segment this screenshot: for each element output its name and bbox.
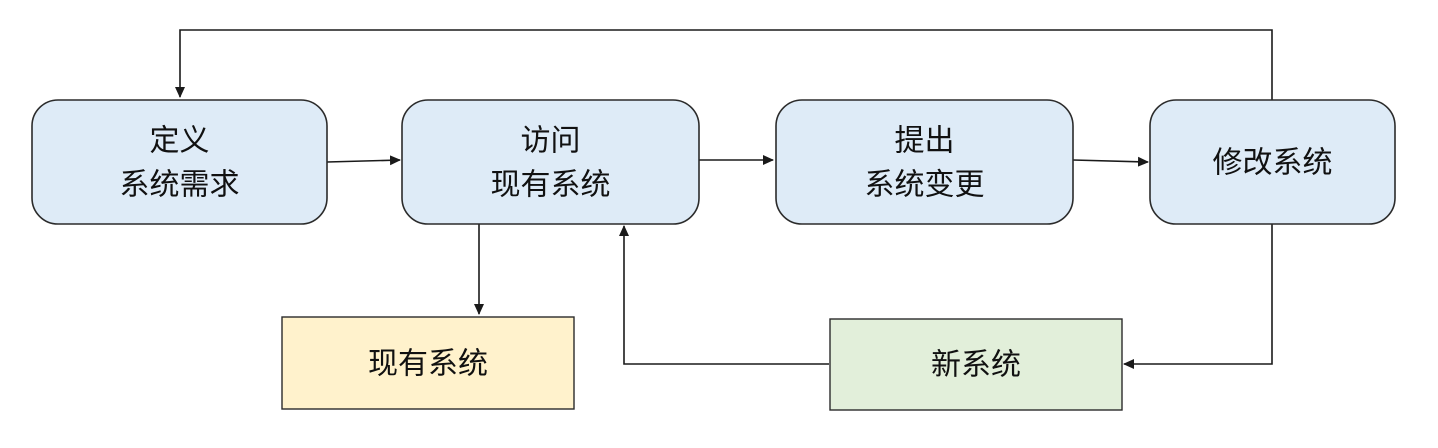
node-propose-system-changes: 提出 系统变更 [775,99,1074,225]
node-modify-system: 修改系统 [1149,99,1396,225]
node-label-line-1: 新系统 [931,348,1021,383]
node-box [1149,99,1396,225]
edges [175,29,1273,369]
node-label-line-2: 系统变更 [865,168,985,203]
node-box [31,99,328,225]
edge-new-to-access [619,225,829,365]
node-box [829,318,1123,411]
node-label-line-1: 提出 [895,124,955,159]
node-label-line-2: 现有系统 [491,168,611,203]
node-new-system: 新系统 [829,318,1123,411]
node-existing-system: 现有系统 [281,316,575,410]
node-box [775,99,1074,225]
node-box [281,316,575,410]
node-access-existing-system: 访问 现有系统 [401,99,700,225]
node-label-line-2: 系统需求 [120,168,240,203]
node-define-requirements: 定义 系统需求 [31,99,328,225]
edge-propose-to-modify [1072,156,1149,167]
node-box [401,99,700,225]
edge-modify-to-new [1123,224,1273,369]
node-label-line-1: 访问 [521,124,581,159]
edge-modify-to-define [175,29,1273,100]
edge-define-to-access [326,155,401,166]
node-label-line-1: 修改系统 [1213,146,1333,181]
node-label-line-1: 定义 [150,124,210,159]
node-label-line-1: 现有系统 [368,347,488,382]
